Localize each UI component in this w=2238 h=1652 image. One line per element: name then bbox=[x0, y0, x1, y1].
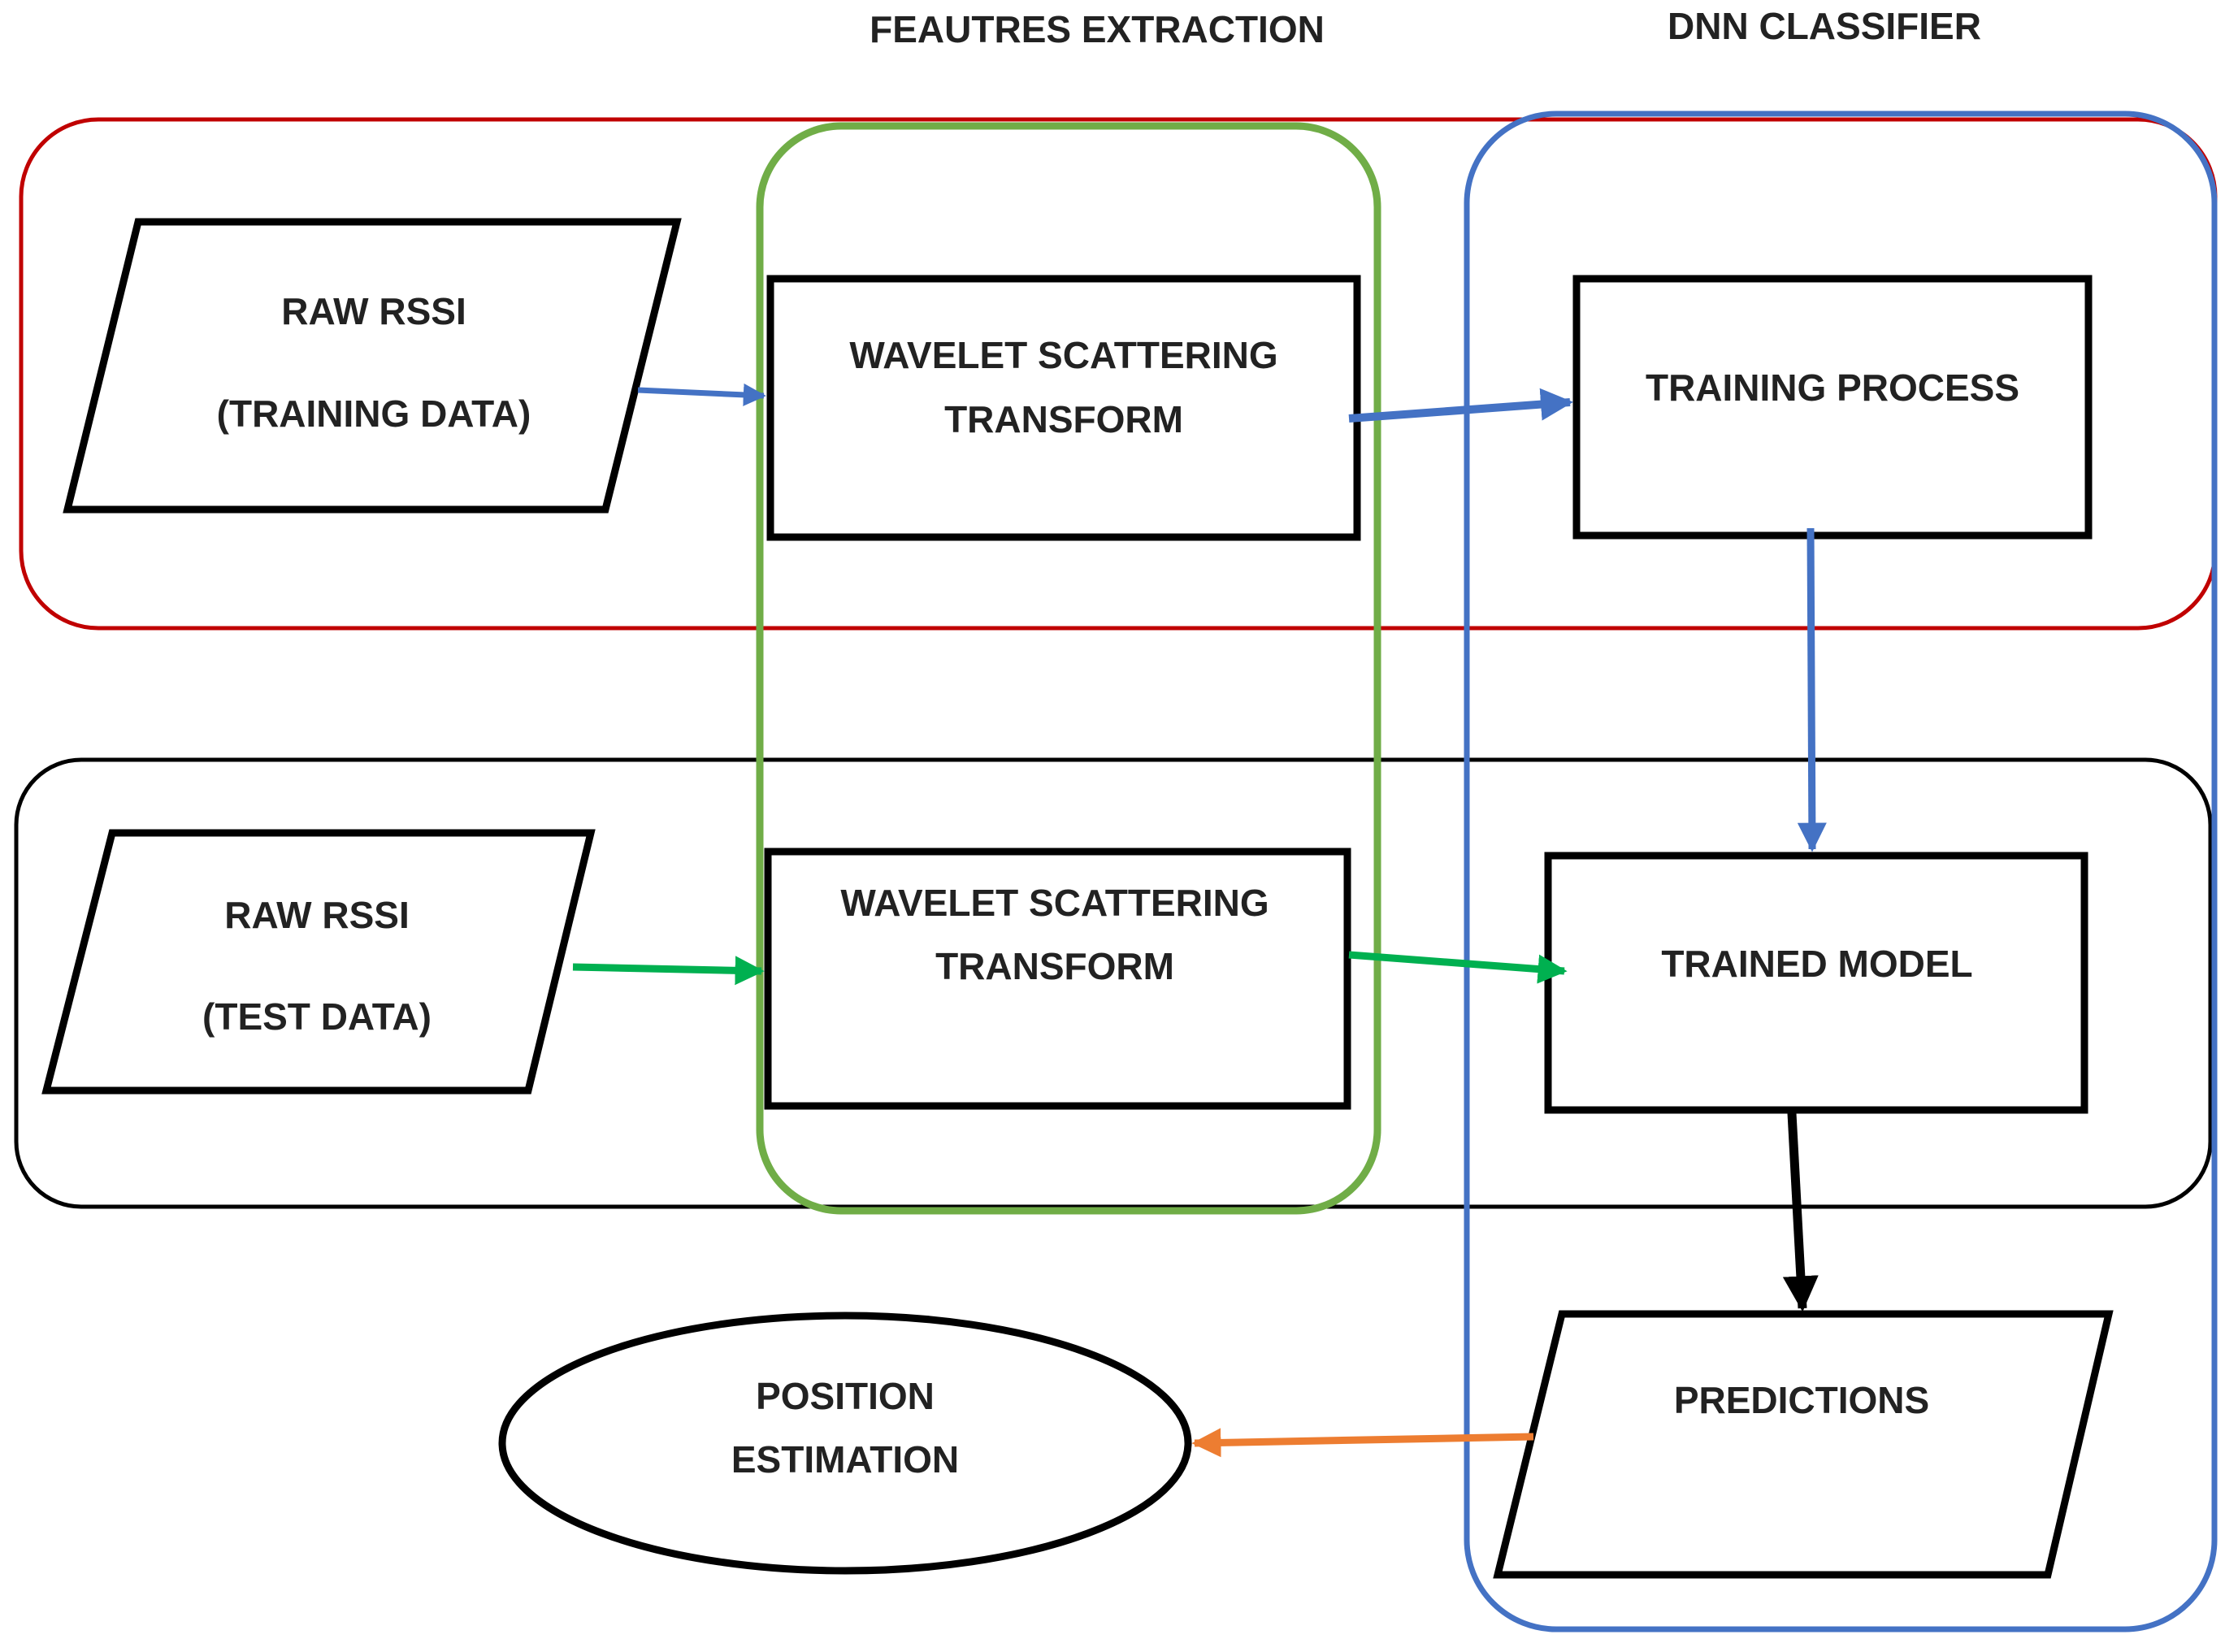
wavelet-scattering-test-sublabel: TRANSFORM bbox=[935, 945, 1174, 987]
test-group bbox=[14, 757, 2213, 1209]
training-process-node bbox=[1572, 275, 2093, 540]
wavelet-scattering-test-label: WAVELET SCATTERING bbox=[840, 882, 1269, 924]
arrow-raw-train-to-wavelet bbox=[637, 383, 766, 406]
wavelet-scattering-training-label: WAVELET SCATTERING bbox=[849, 334, 1277, 376]
raw-rssi-test-sublabel: (TEST DATA) bbox=[202, 995, 432, 1038]
arrow-wavelet-to-trained-model bbox=[1348, 951, 1568, 984]
wavelet-scattering-training-node bbox=[766, 275, 1361, 541]
trained-model-label: TRAINED MODEL bbox=[1661, 943, 1972, 985]
predictions-label: PREDICTIONS bbox=[1674, 1379, 1929, 1421]
position-estimation-sublabel: ESTIMATION bbox=[731, 1438, 959, 1481]
dnn-classifier-header: DNN CLASSIFIER bbox=[1668, 5, 1981, 47]
training-process-label: TRAINING PROCESS bbox=[1646, 366, 2019, 409]
raw-rssi-test-node bbox=[41, 829, 596, 1095]
arrow-wavelet-to-training bbox=[1348, 388, 1573, 423]
arrow-trained-model-to-predictions bbox=[1782, 1112, 1819, 1312]
wavelet-scattering-training-sublabel: TRANSFORM bbox=[944, 398, 1183, 440]
wavelet-scattering-test-node bbox=[764, 848, 1351, 1110]
dnn-classifier-group bbox=[1464, 111, 2218, 1632]
raw-rssi-training-label: RAW RSSI bbox=[281, 290, 466, 332]
predictions-node bbox=[1493, 1310, 2114, 1579]
raw-rssi-training-node bbox=[63, 218, 682, 514]
features-extraction-group bbox=[756, 122, 1381, 1215]
position-estimation-label: POSITION bbox=[756, 1375, 935, 1417]
features-extraction-header: FEAUTRES EXTRACTION bbox=[870, 8, 1325, 50]
position-estimation-node bbox=[498, 1312, 1192, 1575]
arrow-raw-test-to-wavelet bbox=[572, 956, 765, 986]
arrow-training-to-trained-model bbox=[1797, 527, 1827, 852]
raw-rssi-test-label: RAW RSSI bbox=[224, 894, 409, 936]
arrow-predictions-to-position bbox=[1191, 1428, 1534, 1458]
raw-rssi-training-sublabel: (TRAINING DATA) bbox=[217, 392, 531, 435]
